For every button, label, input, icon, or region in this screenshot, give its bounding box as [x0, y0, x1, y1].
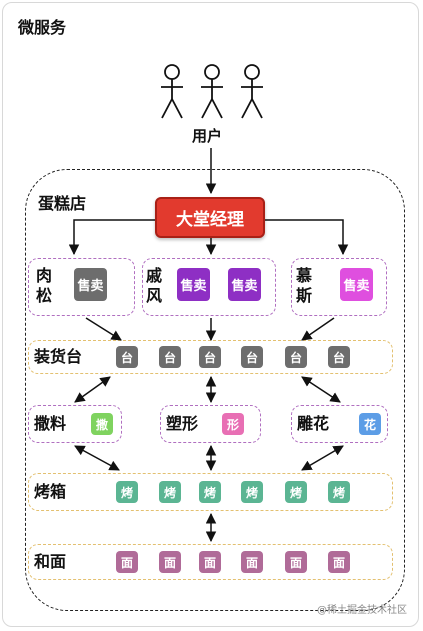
oven-tile: 烤: [116, 481, 138, 503]
cake-store-boundary: [25, 169, 405, 611]
carving-tile: 花: [359, 413, 381, 435]
carving-group: [291, 405, 388, 443]
sell-tile: 售卖: [228, 268, 261, 301]
oven-tile: 烤: [241, 481, 263, 503]
manager-node: 大堂经理: [155, 197, 265, 238]
sell-tile: 售卖: [177, 268, 210, 301]
oven-row: [28, 473, 393, 511]
watermark: @稀土掘金技术社区: [317, 605, 407, 616]
counter-label: 装货台: [34, 347, 83, 366]
oven-tile: 烤: [199, 481, 221, 503]
sell-group-mousse: [291, 258, 387, 316]
sell-group-qifeng: [142, 258, 276, 316]
dough-tile: 面: [241, 551, 263, 573]
dough-tile: 面: [285, 551, 307, 573]
sell-to-counter-arrow: [85, 317, 122, 341]
sprinkle-oven-arrow: [74, 445, 120, 471]
dough-tile: 面: [328, 551, 350, 573]
oven-tile: 烤: [285, 481, 307, 503]
sell-group-rousong: [28, 258, 135, 316]
user-label: 用户: [192, 127, 223, 145]
dough-tile: 面: [199, 551, 221, 573]
sell-group-name: 戚风: [145, 266, 162, 305]
dough-tile: 面: [116, 551, 138, 573]
sprinkle-label: 撒料: [34, 414, 67, 433]
sell-group-name: 慕斯: [295, 266, 312, 305]
oven-tile: 烤: [328, 481, 350, 503]
user-figure-icon: [161, 64, 183, 119]
dough-label: 和面: [34, 552, 67, 571]
counter-tile: 台: [285, 346, 307, 368]
diagram-title: 微服务: [18, 18, 67, 37]
manager-to-mousse-arrow: [265, 219, 349, 256]
shaping-label: 塑形: [166, 414, 199, 433]
sell-to-counter-arrow: [301, 317, 335, 341]
diagram-frame: [2, 2, 419, 627]
counter-sprinkle-arrow: [74, 376, 111, 403]
user-figure-icon: [201, 64, 223, 119]
dough-tile: 面: [159, 551, 181, 573]
user-figure-icon: [241, 64, 263, 119]
counter-tile: 台: [241, 346, 263, 368]
dough-row: [28, 544, 393, 580]
sell-tile: 售卖: [74, 268, 107, 301]
counter-tile: 台: [159, 346, 181, 368]
carving-label: 雕花: [297, 414, 330, 433]
counter-tile: 台: [199, 346, 221, 368]
counter-tile: 台: [116, 346, 138, 368]
manager-to-rousong-arrow: [68, 219, 155, 256]
sprinkle-tile: 撒: [91, 413, 113, 435]
oven-label: 烤箱: [34, 482, 67, 501]
counter-tile: 台: [328, 346, 350, 368]
sell-tile: 售卖: [340, 268, 373, 301]
sprinkle-group: [28, 405, 122, 443]
shaping-group: [160, 405, 261, 443]
cake-store-label: 蛋糕店: [38, 194, 87, 213]
sell-group-name: 肉松: [35, 266, 52, 305]
oven-tile: 烤: [159, 481, 181, 503]
carving-oven-arrow: [301, 445, 344, 471]
counter-carving-arrow: [301, 376, 341, 403]
shaping-tile: 形: [222, 413, 244, 435]
